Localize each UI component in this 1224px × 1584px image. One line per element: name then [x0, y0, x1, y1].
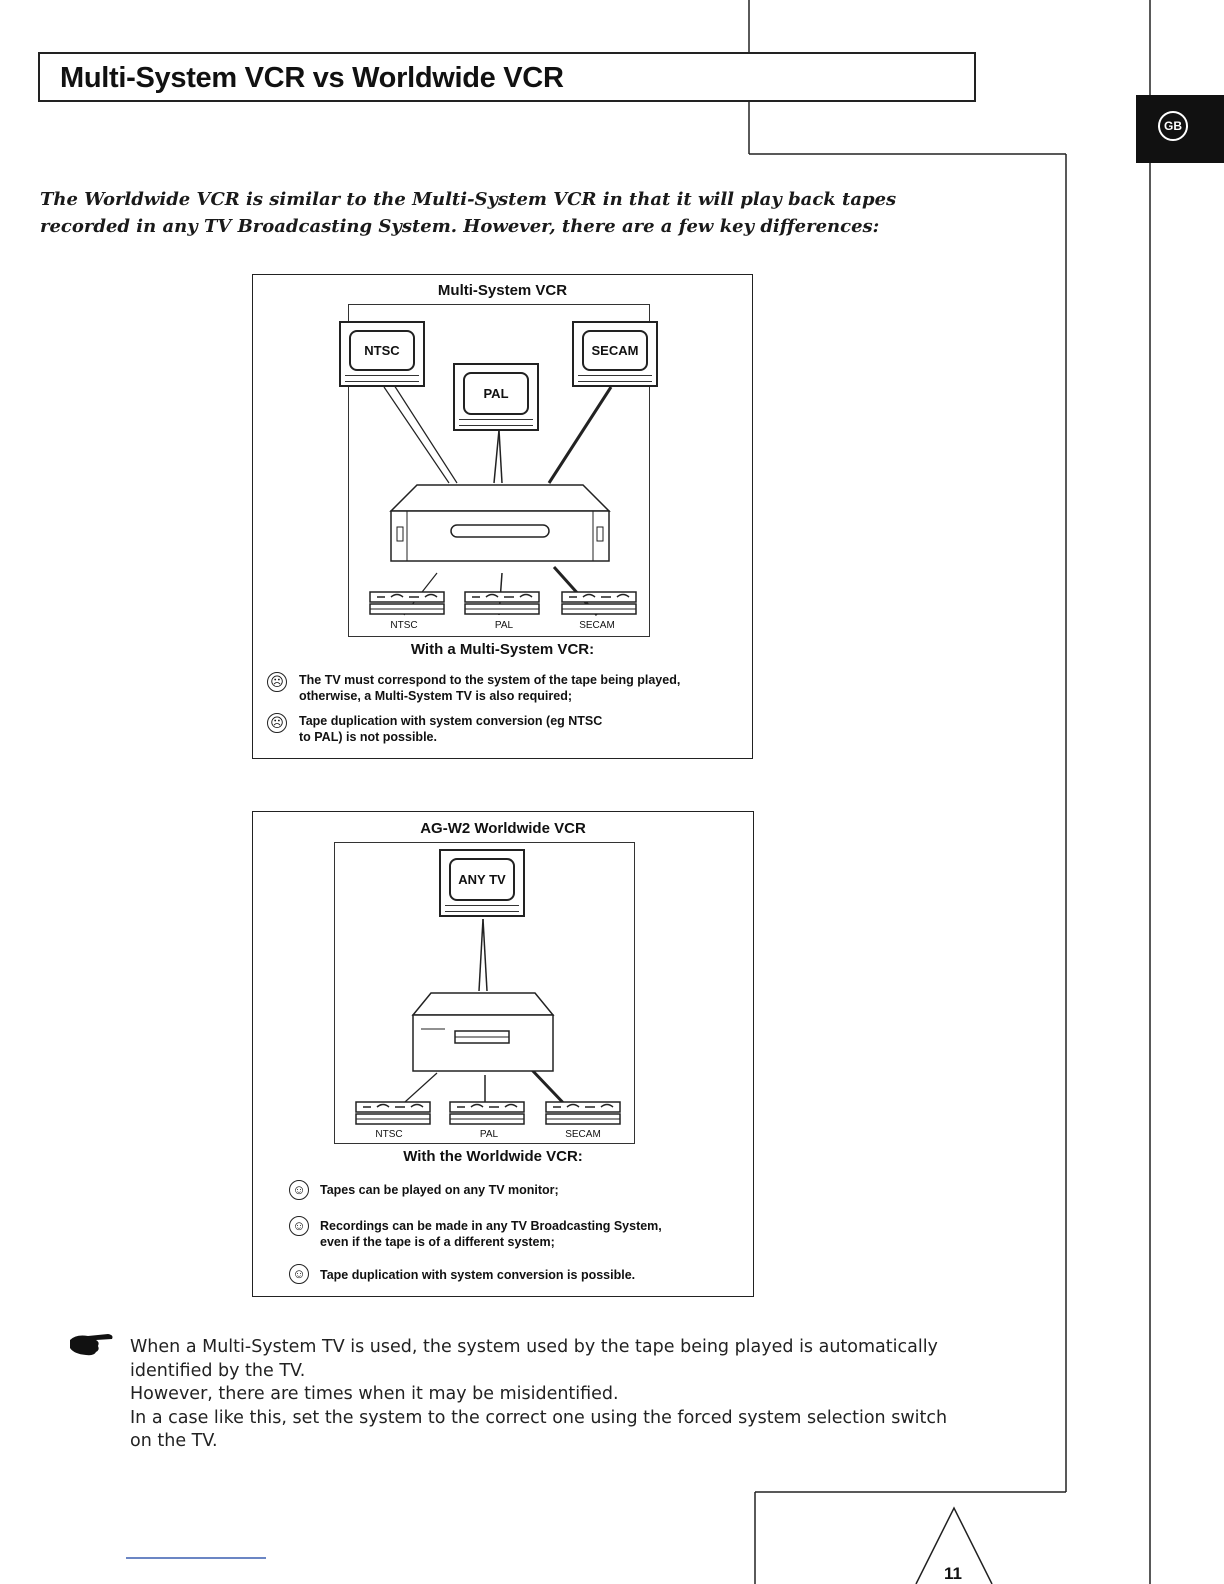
secam-tv-icon: SECAM — [572, 321, 658, 387]
ntsc-tv-icon: NTSC — [339, 321, 425, 387]
pal-tv-label: PAL — [463, 372, 529, 415]
pal-tv-icon: PAL — [453, 363, 539, 431]
happy-face-icon: ☺ — [289, 1216, 309, 1236]
secam-tape-label: SECAM — [579, 620, 615, 631]
ntsc-tv-label: NTSC — [349, 330, 415, 371]
any-tv-label: ANY TV — [449, 858, 515, 901]
happy-face-icon: ☺ — [289, 1180, 309, 1200]
page-number-triangle-icon — [915, 1506, 993, 1584]
pointing-hand-icon — [70, 1334, 113, 1356]
footnote-line-3: In a case like this, set the system to t… — [130, 1407, 948, 1452]
sad-face-icon: ☹ — [267, 713, 287, 733]
connection-lines — [394, 918, 573, 1113]
secam-tape-label: SECAM — [565, 1129, 601, 1140]
worldwide-vcr-icon — [411, 992, 555, 1072]
multi-system-diagram: NTSC PAL SECAM NTSC — [339, 304, 658, 637]
any-tv-icon: ANY TV — [439, 849, 525, 917]
secam-tape-icon — [545, 1101, 621, 1125]
page-number: 11 — [944, 1564, 962, 1583]
worldwide-point-2: Recordings can be made in any TV Broadca… — [320, 1219, 662, 1249]
ntsc-tape-label: NTSC — [375, 1129, 403, 1140]
multi-system-panel: Multi-System VCR NTSC — [252, 274, 753, 759]
pal-tape-icon — [449, 1101, 525, 1125]
connection-lines — [383, 384, 613, 617]
multi-system-title: Multi-System VCR — [437, 282, 568, 299]
multi-system-point-1: The TV must correspond to the system of … — [299, 673, 681, 703]
title-box: Multi-System VCR vs Worldwide VCR — [38, 52, 976, 102]
worldwide-point-3: Tape duplication with system conversion … — [320, 1268, 636, 1282]
intro-text: The Worldwide VCR is similar to the Mult… — [40, 189, 897, 237]
pal-tape-label: PAL — [494, 620, 514, 631]
worldwide-title: AG-W2 Worldwide VCR — [420, 820, 586, 837]
secam-tape-icon — [561, 591, 637, 615]
footnote: When a Multi-System TV is used, the syst… — [130, 1336, 950, 1454]
multi-system-point-2: Tape duplication with system conversion … — [299, 714, 603, 744]
page-title: Multi-System VCR vs Worldwide VCR — [60, 62, 564, 94]
pal-tape-label: PAL — [479, 1129, 499, 1140]
language-badge: GB — [1158, 111, 1188, 141]
footnote-line-2: However, there are times when it may be … — [130, 1384, 619, 1404]
footnote-line-1: When a Multi-System TV is used, the syst… — [130, 1337, 938, 1381]
ntsc-tape-label: NTSC — [390, 620, 418, 631]
happy-face-icon: ☺ — [289, 1264, 309, 1284]
sad-face-icon: ☹ — [267, 672, 287, 692]
worldwide-diagram: ANY TV NTSC PAL SECAM — [334, 842, 635, 1144]
ntsc-tape-icon — [355, 1101, 431, 1125]
secam-tv-label: SECAM — [582, 330, 648, 371]
worldwide-caption: With the Worldwide VCR: — [403, 1148, 583, 1165]
worldwide-panel: AG-W2 Worldwide VCR ANY TV — [252, 811, 754, 1297]
ntsc-tape-icon — [369, 591, 445, 615]
pal-tape-icon — [464, 591, 540, 615]
worldwide-point-1: Tapes can be played on any TV monitor; — [320, 1183, 559, 1197]
language-tab: GB — [1136, 95, 1224, 163]
multi-system-caption: With a Multi-System VCR: — [410, 641, 595, 658]
multi-system-vcr-icon — [389, 484, 611, 562]
